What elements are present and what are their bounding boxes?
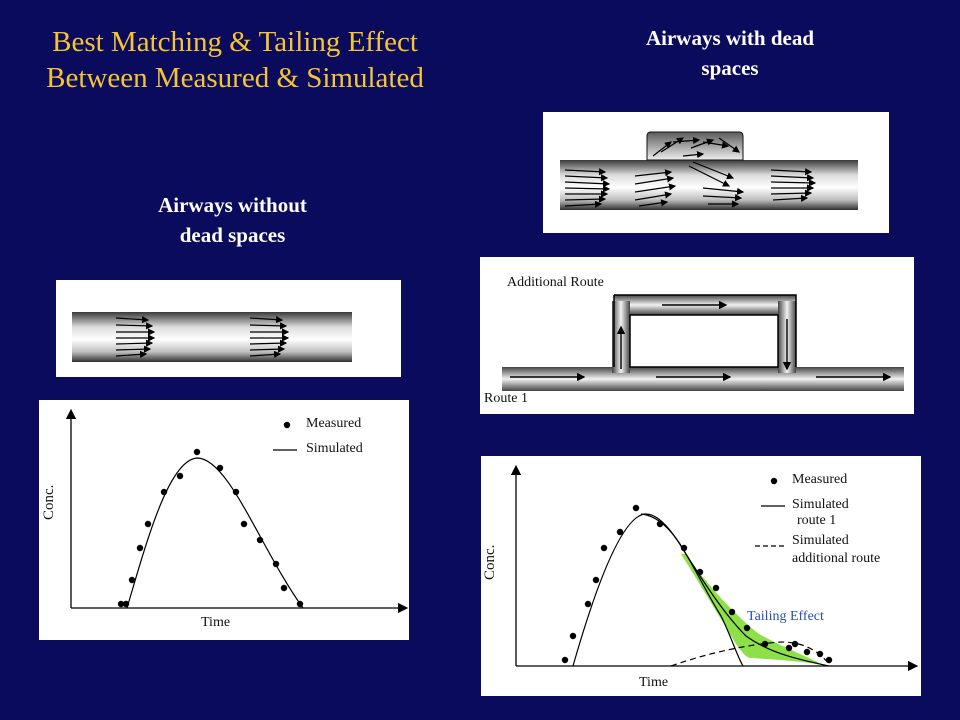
measured-point (680, 544, 688, 552)
measured-point (791, 640, 799, 648)
legend-measured-marker (283, 421, 291, 429)
left-chart (65, 408, 409, 614)
legend-sim-additional-label-a: Simulated (792, 533, 849, 548)
legend-measured-label: Measured (792, 472, 848, 487)
measured-point (743, 624, 751, 632)
measured-point (803, 648, 811, 656)
measured-point (696, 568, 704, 576)
measured-point (144, 520, 152, 528)
route-diagram (502, 294, 904, 391)
measured-point (272, 560, 280, 568)
tailing-effect-area (681, 554, 826, 666)
measured-point (232, 488, 240, 496)
flow-arrows (564, 136, 817, 208)
measured-point (128, 576, 136, 584)
measured-point (193, 448, 201, 456)
left-chart-panel: Measured Simulated Conc. Time (39, 400, 409, 640)
measured-point (616, 528, 624, 536)
left-chart-simulated-curve (126, 457, 304, 609)
measured-point (825, 656, 833, 664)
right-chart-y-label: Conc. (482, 544, 498, 580)
measured-point (176, 472, 184, 480)
route-1-label: Route 1 (484, 391, 528, 406)
left-chart-y-label: Conc. (41, 484, 57, 520)
heading-with-line-2: spaces (701, 56, 759, 80)
measured-point (584, 600, 592, 608)
measured-point (136, 544, 144, 552)
measured-point (240, 520, 248, 528)
legend-measured-marker (770, 477, 778, 485)
measured-point (256, 536, 264, 544)
measured-point (600, 544, 608, 552)
legend-sim-additional-label-b: additional route (792, 551, 881, 566)
measured-point (785, 644, 793, 652)
measured-point (632, 504, 640, 512)
legend-sim-route-1-label-b: route 1 (797, 513, 837, 528)
airway-without-dead-space-panel (56, 280, 401, 377)
heading-without-line-2: dead spaces (179, 223, 286, 247)
measured-point (816, 650, 824, 658)
measured-point (712, 584, 720, 592)
slide-title: Best Matching & Tailing Effect Between M… (10, 24, 460, 96)
left-chart-x-label: Time (201, 615, 231, 630)
additional-route-label: Additional Route (507, 275, 604, 290)
heading-with-line-1: Airways with dead (645, 26, 814, 50)
right-chart-measured-points (561, 504, 833, 664)
measured-point (656, 520, 664, 528)
heading-with-dead-spaces: Airways with dead spaces (590, 23, 870, 83)
measured-point (117, 600, 125, 608)
measured-point (280, 584, 288, 592)
measured-point (761, 640, 769, 648)
legend-measured-label: Measured (306, 416, 362, 431)
measured-point (728, 608, 736, 616)
measured-point (160, 488, 168, 496)
airway-with-dead-space-panel (543, 112, 889, 233)
simulated-total-curve (640, 513, 830, 667)
airway-with-dead-space-diagram (560, 131, 858, 210)
heading-without-dead-spaces: Airways without dead spaces (90, 190, 375, 250)
measured-point (569, 632, 577, 640)
route-arrows (510, 300, 892, 382)
measured-point (216, 464, 224, 472)
measured-point (122, 600, 130, 608)
route-diagram-panel: Additional Route Route 1 (480, 257, 914, 414)
flow-arrows (115, 316, 290, 358)
slide-title-line-2: Between Measured & Simulated (46, 62, 424, 94)
airway-without-dead-space-diagram (72, 312, 352, 362)
left-chart-measured-points (117, 448, 304, 608)
legend-simulated-label: Simulated (306, 441, 363, 456)
simulated-route-1-curve (572, 513, 744, 667)
right-chart-x-label: Time (639, 675, 669, 690)
right-chart-panel: Measured Simulated route 1 Simulated add… (481, 456, 921, 696)
measured-point (592, 576, 600, 584)
measured-point (296, 600, 304, 608)
legend-sim-route-1-label-a: Simulated (792, 497, 849, 512)
heading-without-line-1: Airways without (158, 193, 307, 217)
tailing-effect-label: Tailing Effect (747, 609, 824, 624)
right-chart (510, 464, 919, 672)
measured-point (561, 656, 569, 664)
slide-title-line-1: Best Matching & Tailing Effect (52, 26, 418, 58)
